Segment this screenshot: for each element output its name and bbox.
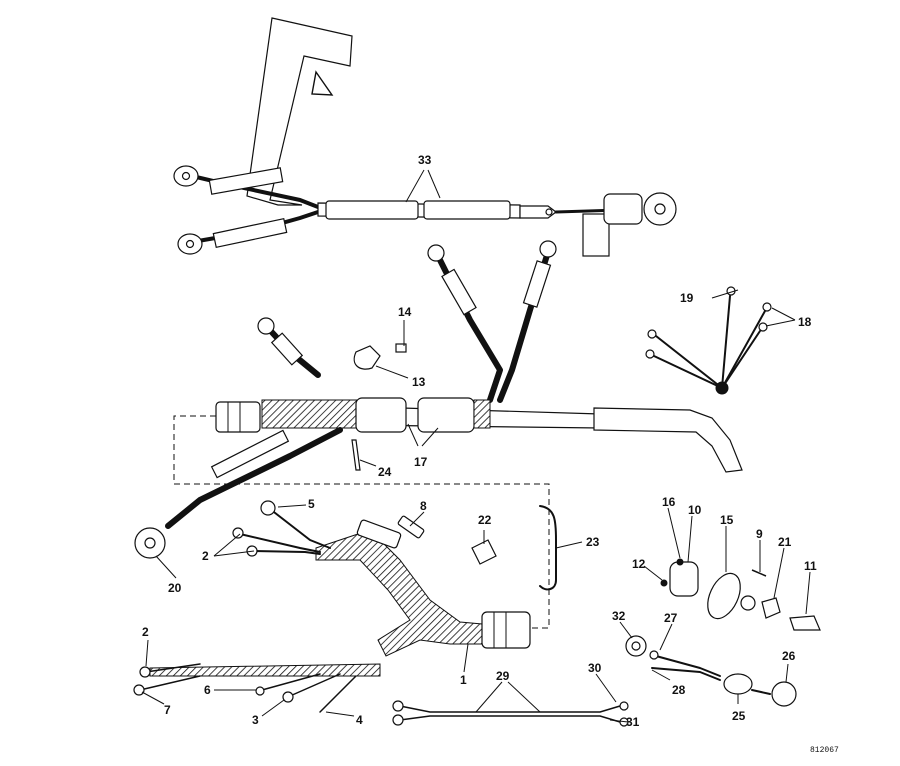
wire-conduit-right — [593, 407, 743, 473]
callout-24: 24 — [378, 465, 392, 479]
callout-30: 30 — [588, 661, 602, 675]
terminal-boot — [603, 193, 643, 225]
callout-9: 9 — [756, 527, 763, 541]
main-harness-upper — [134, 240, 772, 559]
callout-labels: 33 14 13 17 24 19 18 5 2 8 22 23 20 1 2 … — [142, 153, 839, 755]
retainer-strap-23 — [539, 505, 557, 591]
ring-terminal-harness-c — [539, 240, 557, 258]
mounting-plate-15 — [707, 572, 741, 620]
battery-cable-assembly-33 — [173, 17, 677, 257]
callout-29: 29 — [496, 669, 510, 683]
cable-sleeve-right — [423, 200, 511, 220]
callout-12: 12 — [632, 557, 646, 571]
nut-12 — [660, 579, 668, 587]
switch-26 — [771, 681, 797, 707]
callout-26: 26 — [782, 649, 796, 663]
callout-16: 16 — [662, 495, 676, 509]
routing-path-dashed — [173, 415, 550, 629]
callout-25: 25 — [732, 709, 746, 723]
harness-connector-housing-a — [355, 397, 407, 433]
screw-14 — [395, 343, 407, 353]
callout-8: 8 — [420, 499, 427, 513]
small-parts — [351, 343, 821, 707]
cable-sleeve-left — [325, 200, 419, 220]
caution-tag-upper — [208, 167, 284, 195]
caution-tag-lower — [212, 217, 288, 249]
harness-plug-left — [215, 401, 261, 433]
ring-terminal-harness-b — [427, 244, 445, 262]
callout-1: 1 — [460, 673, 467, 687]
callout-23: 23 — [586, 535, 600, 549]
warning-flag-tag — [246, 17, 353, 206]
callout-28: 28 — [672, 683, 686, 697]
callout-7: 7 — [164, 703, 171, 717]
callout-32: 32 — [612, 609, 626, 623]
callout-2-lower: 2 — [142, 625, 149, 639]
callout-19: 19 — [680, 291, 694, 305]
leader-lines — [141, 169, 811, 723]
screw-16 — [676, 558, 684, 566]
callout-15: 15 — [720, 513, 734, 527]
harness-connector-housing-b — [417, 397, 475, 433]
callout-21: 21 — [778, 535, 792, 549]
harness-wrap-lower — [315, 529, 483, 657]
callout-20: 20 — [168, 581, 182, 595]
callout-22: 22 — [478, 513, 492, 527]
main-harness-lower — [133, 500, 629, 727]
callout-6: 6 — [204, 683, 211, 697]
callout-33: 33 — [418, 153, 432, 167]
callout-18: 18 — [798, 315, 812, 329]
callout-10: 10 — [688, 503, 702, 517]
callout-14: 14 — [398, 305, 412, 319]
callout-11: 11 — [804, 559, 817, 573]
harness-wrap-left — [261, 399, 359, 429]
cable-lug-small — [519, 205, 557, 219]
callout-5: 5 — [308, 497, 315, 511]
cable-tie-24 — [351, 439, 361, 471]
bezel-21 — [761, 597, 781, 619]
callout-2-upper: 2 — [202, 549, 209, 563]
callout-4: 4 — [356, 713, 363, 727]
warning-triangle-icon — [311, 70, 334, 96]
ignition-key-11 — [789, 615, 821, 631]
callout-17: 17 — [414, 455, 428, 469]
ring-terminal-harness-a — [257, 317, 275, 335]
callout-27: 27 — [664, 611, 678, 625]
callout-13: 13 — [412, 375, 426, 389]
callout-31: 31 — [626, 715, 640, 729]
callout-3: 3 — [252, 713, 259, 727]
ignition-switch-10 — [669, 561, 699, 597]
fuse-holder — [356, 519, 402, 549]
pin-9 — [751, 569, 767, 577]
lock-nut — [740, 595, 756, 611]
cable-clamp-13 — [353, 345, 381, 370]
wire-clip-22 — [471, 539, 497, 565]
switch-boot-25 — [723, 673, 753, 695]
drawing-code: 812067 — [810, 746, 839, 755]
connector-plug-8 — [397, 515, 425, 539]
